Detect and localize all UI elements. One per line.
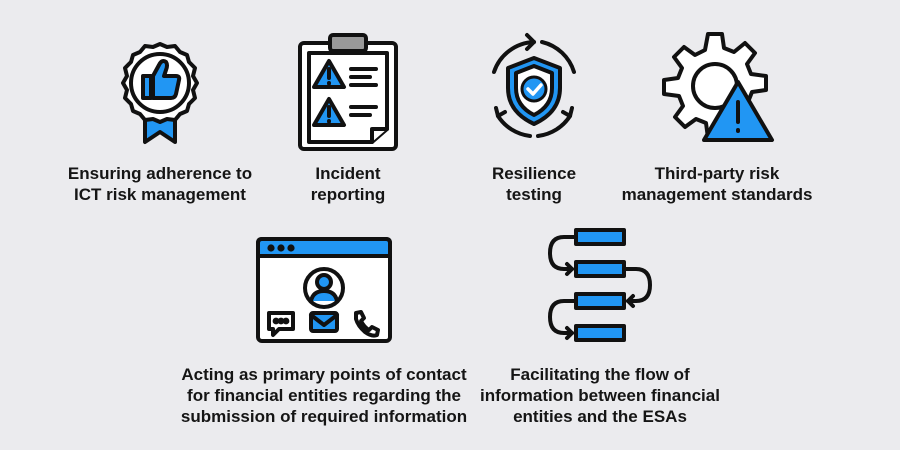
shield-check-cycle-icon (492, 33, 576, 138)
item-label: Acting as primary points of contact for … (180, 365, 468, 426)
flow-steps-icon (548, 228, 652, 342)
contact-window-icon (256, 237, 392, 343)
clipboard-warning-icon (298, 33, 398, 151)
item-label: Ensuring adherence to ICT risk managemen… (67, 164, 253, 204)
item-label: Third-party risk management standards (621, 164, 813, 204)
gear-warning-icon (662, 32, 774, 142)
item-label: Incident reporting (310, 164, 386, 204)
item-label: Facilitating the flow of information bet… (480, 365, 720, 426)
item-label: Resilience testing (491, 164, 577, 204)
award-thumbs-up-icon (121, 42, 199, 144)
